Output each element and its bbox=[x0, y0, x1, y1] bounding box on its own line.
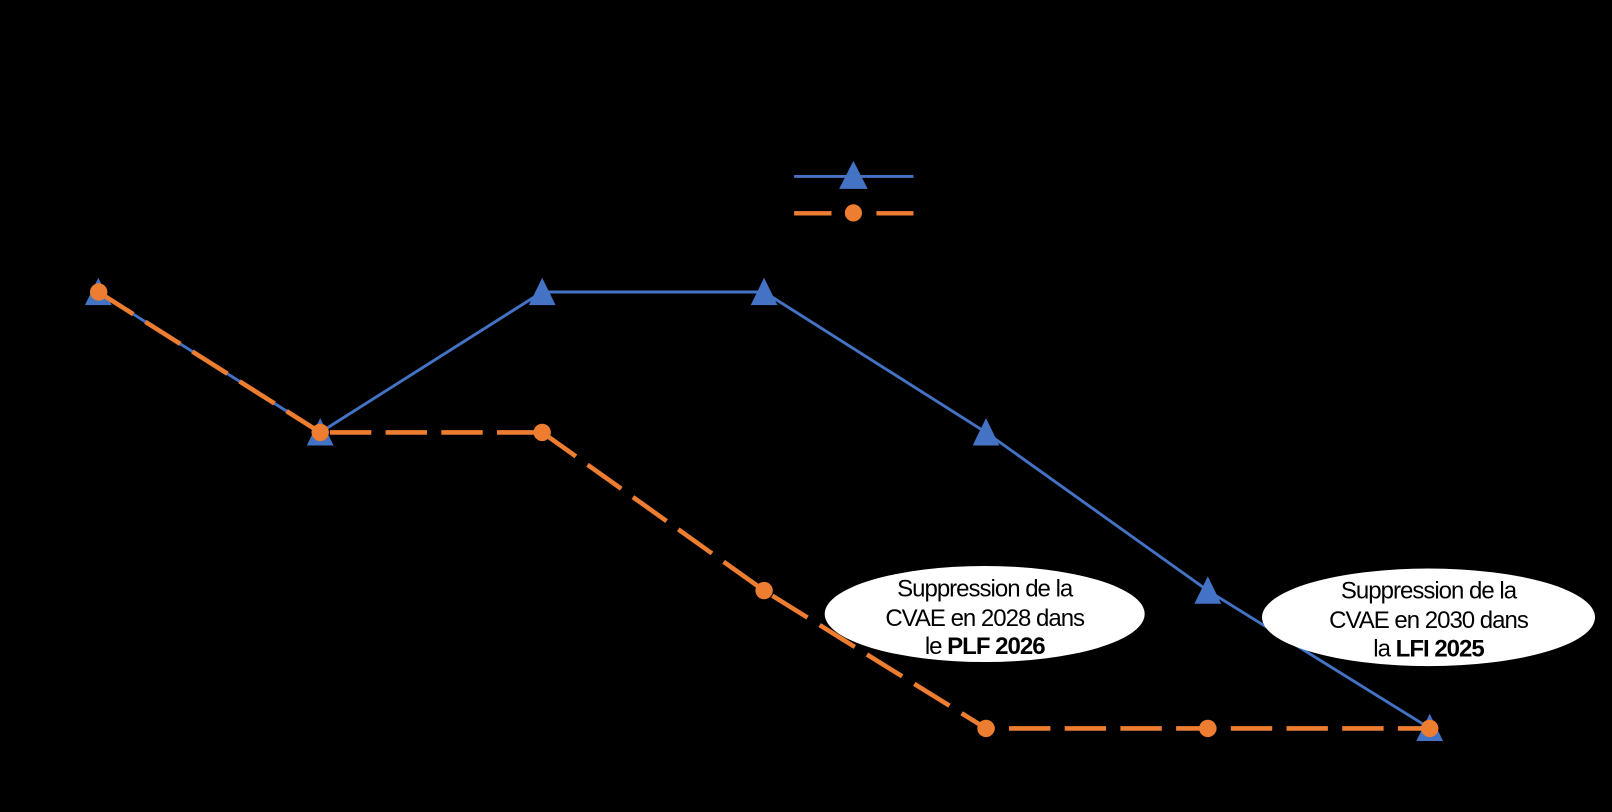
svg-text:la LFI 2025: la LFI 2025 bbox=[1373, 636, 1484, 663]
svg-text:le PLF 2026: le PLF 2026 bbox=[925, 633, 1045, 660]
svg-text:Suppression de la: Suppression de la bbox=[897, 576, 1074, 603]
svg-text:CVAE en 2028 dans: CVAE en 2028 dans bbox=[885, 605, 1085, 632]
svg-text:CVAE en 2030 dans: CVAE en 2030 dans bbox=[1329, 607, 1529, 634]
svg-text:Suppression de la: Suppression de la bbox=[1341, 578, 1518, 605]
